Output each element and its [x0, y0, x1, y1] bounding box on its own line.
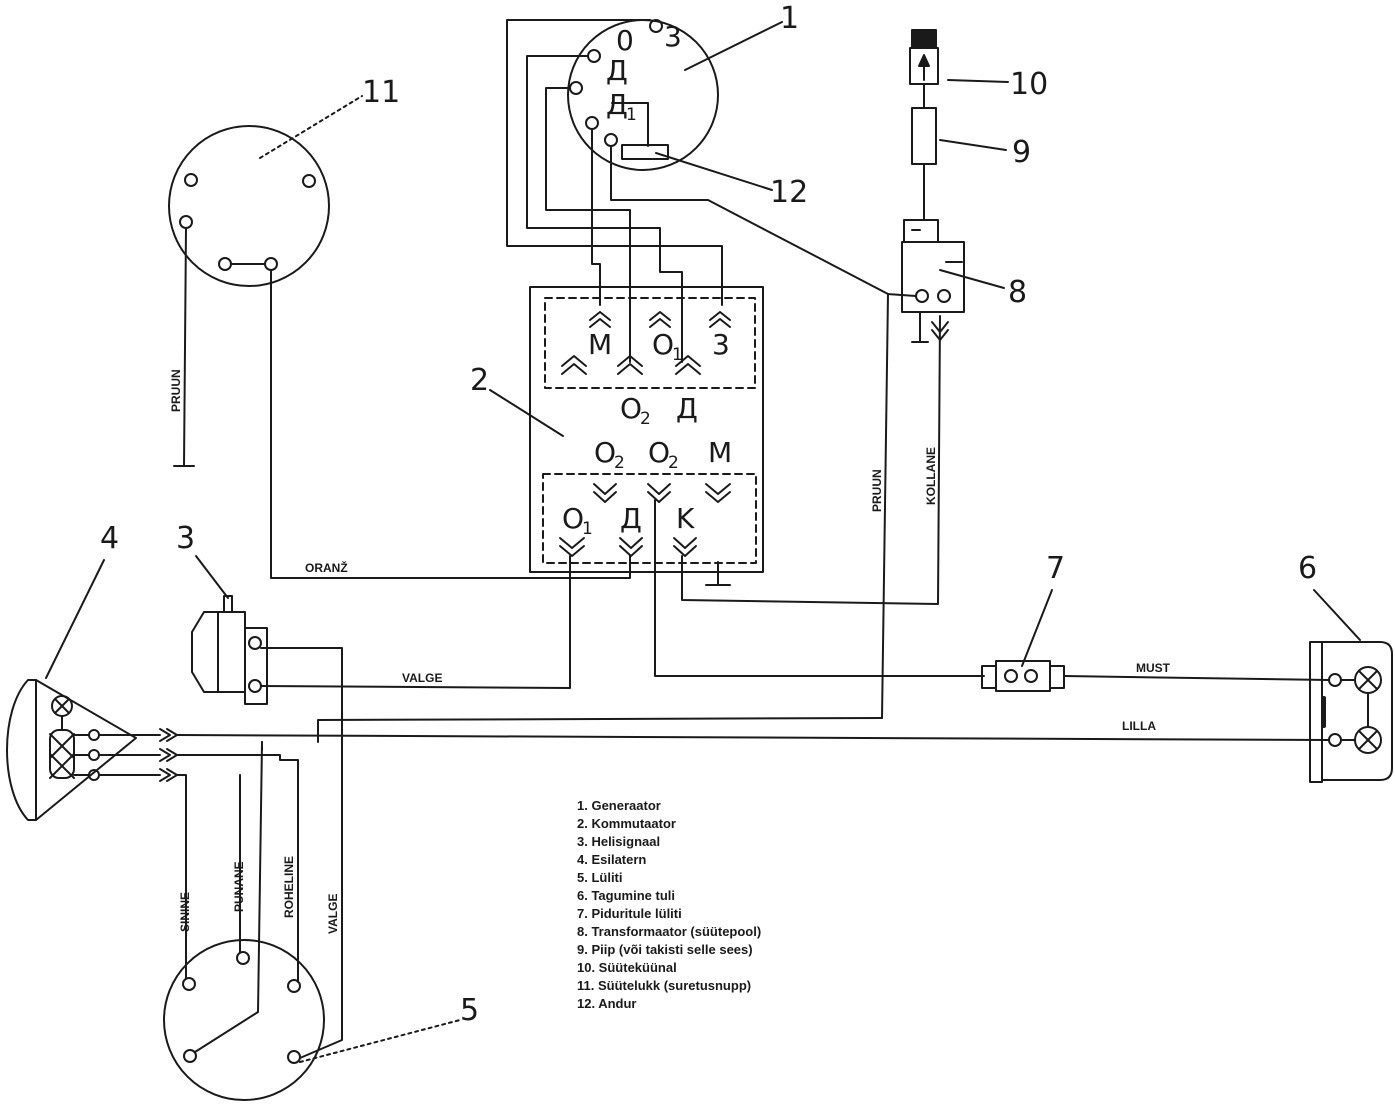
number-taillight: 6 [1298, 551, 1317, 586]
legend-item: 8. Transformaator (süütepool) [577, 924, 762, 939]
comm-pin-o1-top: O [652, 328, 674, 361]
leader-8 [939, 269, 1005, 289]
leader-7 [1021, 589, 1053, 667]
taillight [1309, 589, 1393, 783]
legend-item: 11. Süütelukk (suretusnupp) [577, 978, 752, 993]
chevrons-bottom [559, 483, 731, 557]
component-numbers: 1 2 3 4 5 6 7 8 9 10 11 12 [100, 1, 1317, 1028]
leader-10 [947, 79, 1009, 83]
wire-label-valge-horn: VALGE [402, 671, 442, 685]
leader-3 [195, 555, 229, 599]
gen-pin-0: 0 [616, 24, 634, 57]
comm-pin-o2a: O [594, 436, 616, 469]
comm-pin-o2-mid-sub: 2 [640, 409, 651, 429]
comm-pin-o2-mid: O [620, 392, 642, 425]
commutator-pin-labels: M O 1 3 O 2 Д O 2 O 2 M O 1 Д K [562, 328, 732, 539]
wire-label-lilla: LILLA [1122, 719, 1156, 733]
number-brake-switch: 7 [1046, 551, 1065, 586]
harness-wires [173, 227, 1330, 1059]
legend-item: 6. Tagumine tuli [577, 888, 675, 903]
number-transformer: 8 [1008, 275, 1027, 310]
wire-label-punane: PUNANE [232, 861, 246, 912]
leader-5 [299, 1019, 461, 1063]
wire-label-kollane: KOLLANE [924, 447, 938, 505]
number-cap: 9 [1012, 135, 1031, 170]
legend-item: 1. Generaator [577, 798, 661, 813]
number-commutator: 2 [470, 363, 489, 398]
horn [191, 555, 268, 705]
wire-label-pruun-left: PRUUN [169, 369, 183, 412]
ignition-coil-assembly [901, 29, 1009, 343]
comm-pin-m-top: M [588, 328, 612, 361]
gen-pin-3: 3 [664, 20, 682, 53]
leader-9 [939, 139, 1007, 151]
comm-pin-o1-bot-sub: 1 [582, 519, 593, 539]
comm-pin-de-mid: Д [676, 392, 698, 425]
legend-item: 5. Lüliti [577, 870, 623, 885]
headlamp [6, 559, 178, 821]
wire-label-must: MUST [1136, 661, 1171, 675]
legend-item: 2. Kommutaator [577, 816, 676, 831]
legend-item: 10. Süüteküünal [577, 960, 677, 975]
ignition-lock [168, 95, 363, 287]
sensor-body [621, 144, 669, 160]
leader-12 [655, 152, 773, 191]
wire-labels: PRUUN ORANŽ VALGE PRUUN KOLLANE MUST LIL… [169, 369, 1171, 934]
generator-wires [506, 19, 917, 719]
brake-switch [981, 589, 1065, 692]
comm-pin-o2a-sub: 2 [614, 453, 625, 473]
comm-pin-o1-top-sub: 1 [672, 345, 683, 365]
wire-label-sinine: SININE [178, 892, 192, 932]
comm-pin-o2b: O [648, 436, 670, 469]
number-headlamp: 4 [100, 521, 119, 556]
legend-item: 12. Andur [577, 996, 637, 1011]
comm-pin-o1-bot: O [562, 502, 584, 535]
comm-pin-de-bot: Д [620, 502, 642, 535]
number-horn: 3 [176, 521, 195, 556]
legend-item: 7. Piduritule lüliti [577, 906, 682, 921]
number-generator: 1 [780, 1, 799, 36]
comm-pin-3-top: 3 [712, 328, 730, 361]
wire-label-pruun-right: PRUUN [870, 469, 884, 512]
commutator [489, 286, 764, 586]
legend-item: 4. Esilatern [577, 852, 647, 867]
leader-4 [45, 559, 105, 679]
gen-pin-de1: Д [606, 88, 628, 121]
legend-item: 9. Piip (või takisti selle sees) [577, 942, 753, 957]
gen-pin-de1-sub: 1 [626, 105, 637, 125]
comm-pin-o2b-sub: 2 [668, 453, 679, 473]
leader-6 [1313, 589, 1361, 641]
number-spark-plug: 10 [1010, 67, 1048, 102]
wire-label-oranz: ORANŽ [305, 560, 348, 575]
generator-pin-labels: 0 3 Д Д 1 [606, 20, 682, 125]
component-legend: 1. Generaator 2. Kommutaator 3. Helisign… [577, 797, 761, 1013]
wire-label-valge-switch: VALGE [326, 894, 340, 934]
gen-pin-de: Д [606, 54, 628, 87]
leader-1 [684, 21, 783, 71]
number-sensor: 12 [770, 175, 808, 210]
leader-11 [259, 95, 363, 159]
leader-2 [489, 389, 564, 437]
wire-label-roheline: ROHELINE [282, 856, 296, 918]
number-switch: 5 [460, 993, 479, 1028]
legend-item: 3. Helisignaal [577, 834, 661, 849]
switch [163, 741, 461, 1101]
comm-pin-m-low: M [708, 436, 732, 469]
comm-pin-k-bot: K [676, 502, 695, 535]
number-ignition-lock: 11 [362, 75, 400, 110]
